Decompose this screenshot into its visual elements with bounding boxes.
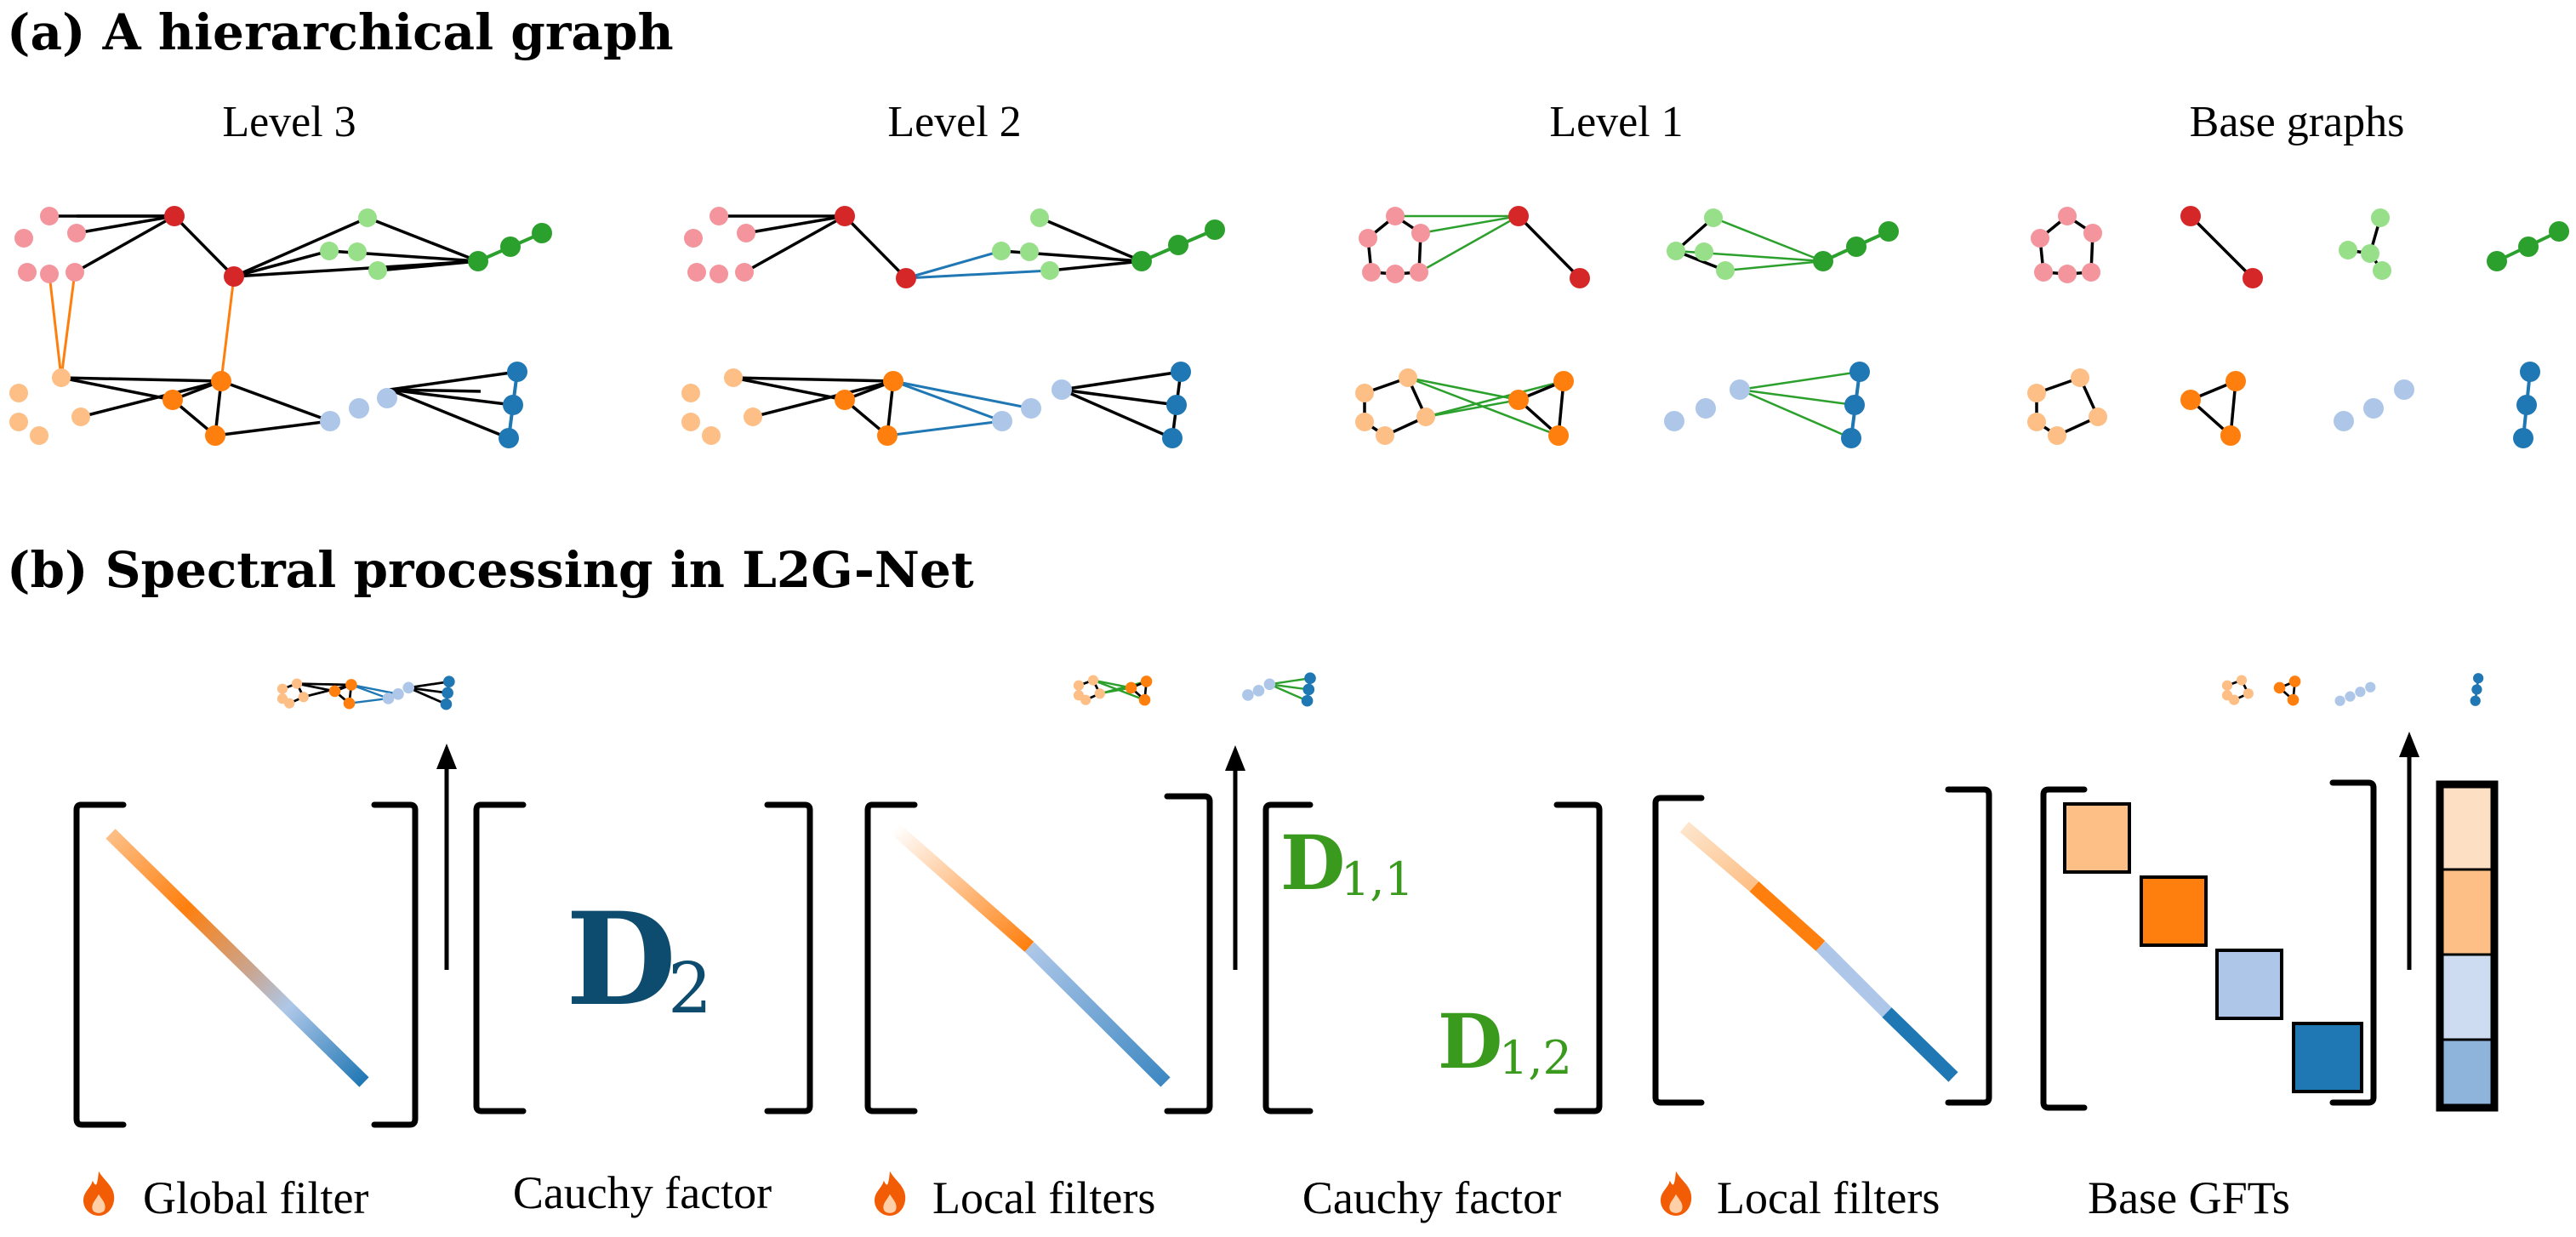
fire-icon	[83, 1171, 115, 1216]
signal-vector	[2436, 780, 2499, 1112]
svg-text:1,1: 1,1	[1341, 852, 1414, 906]
small-level-2-graph	[276, 676, 455, 710]
level-2-label: Level 2	[887, 98, 1021, 146]
d11-matrix-label: D 1,1	[1280, 818, 1414, 907]
global-filter-diagonal	[105, 829, 369, 1087]
section-b-title: (b) Spectral processing in L2G-Net	[7, 541, 974, 599]
svg-text:2: 2	[668, 949, 712, 1029]
level-3-graph	[9, 206, 552, 448]
base-gft-blocks	[2063, 802, 2363, 1093]
caption-cauchy-factor-2: Cauchy factor	[1302, 1172, 1561, 1223]
small-level-1-graph	[1073, 672, 1316, 707]
caption-local-filters-1: Local filters	[932, 1172, 1155, 1223]
svg-text:D: D	[566, 885, 676, 1035]
local-filters-2-diagonal	[1679, 821, 1958, 1082]
fire-icon	[1661, 1171, 1692, 1216]
svg-text:D: D	[1280, 818, 1345, 907]
level-2-graph	[681, 206, 1225, 448]
level-1-graph	[1355, 206, 1899, 448]
caption-base-gfts: Base GFTs	[2088, 1172, 2290, 1223]
caption-local-filters-2: Local filters	[1717, 1172, 1940, 1223]
svg-text:1,2: 1,2	[1499, 1031, 1572, 1085]
caption-cauchy-factor-1: Cauchy factor	[513, 1167, 772, 1218]
d2-matrix-label: D 2	[566, 885, 712, 1035]
local-filters-1-diagonal	[890, 823, 1171, 1087]
svg-text:D: D	[1438, 997, 1502, 1086]
matrix-brackets	[73, 779, 2377, 1128]
fire-icon	[875, 1171, 906, 1216]
d12-matrix-label: D 1,2	[1438, 997, 1572, 1086]
base-graphs	[2027, 206, 2569, 448]
base-graphs-label: Base graphs	[2190, 98, 2405, 146]
caption-global-filter: Global filter	[143, 1172, 368, 1223]
small-base-graphs	[2221, 673, 2484, 706]
up-arrows	[436, 732, 2419, 970]
level-1-label: Level 1	[1549, 98, 1683, 146]
level-3-label: Level 3	[222, 98, 356, 146]
section-a-title: (a) A hierarchical graph	[7, 3, 674, 61]
